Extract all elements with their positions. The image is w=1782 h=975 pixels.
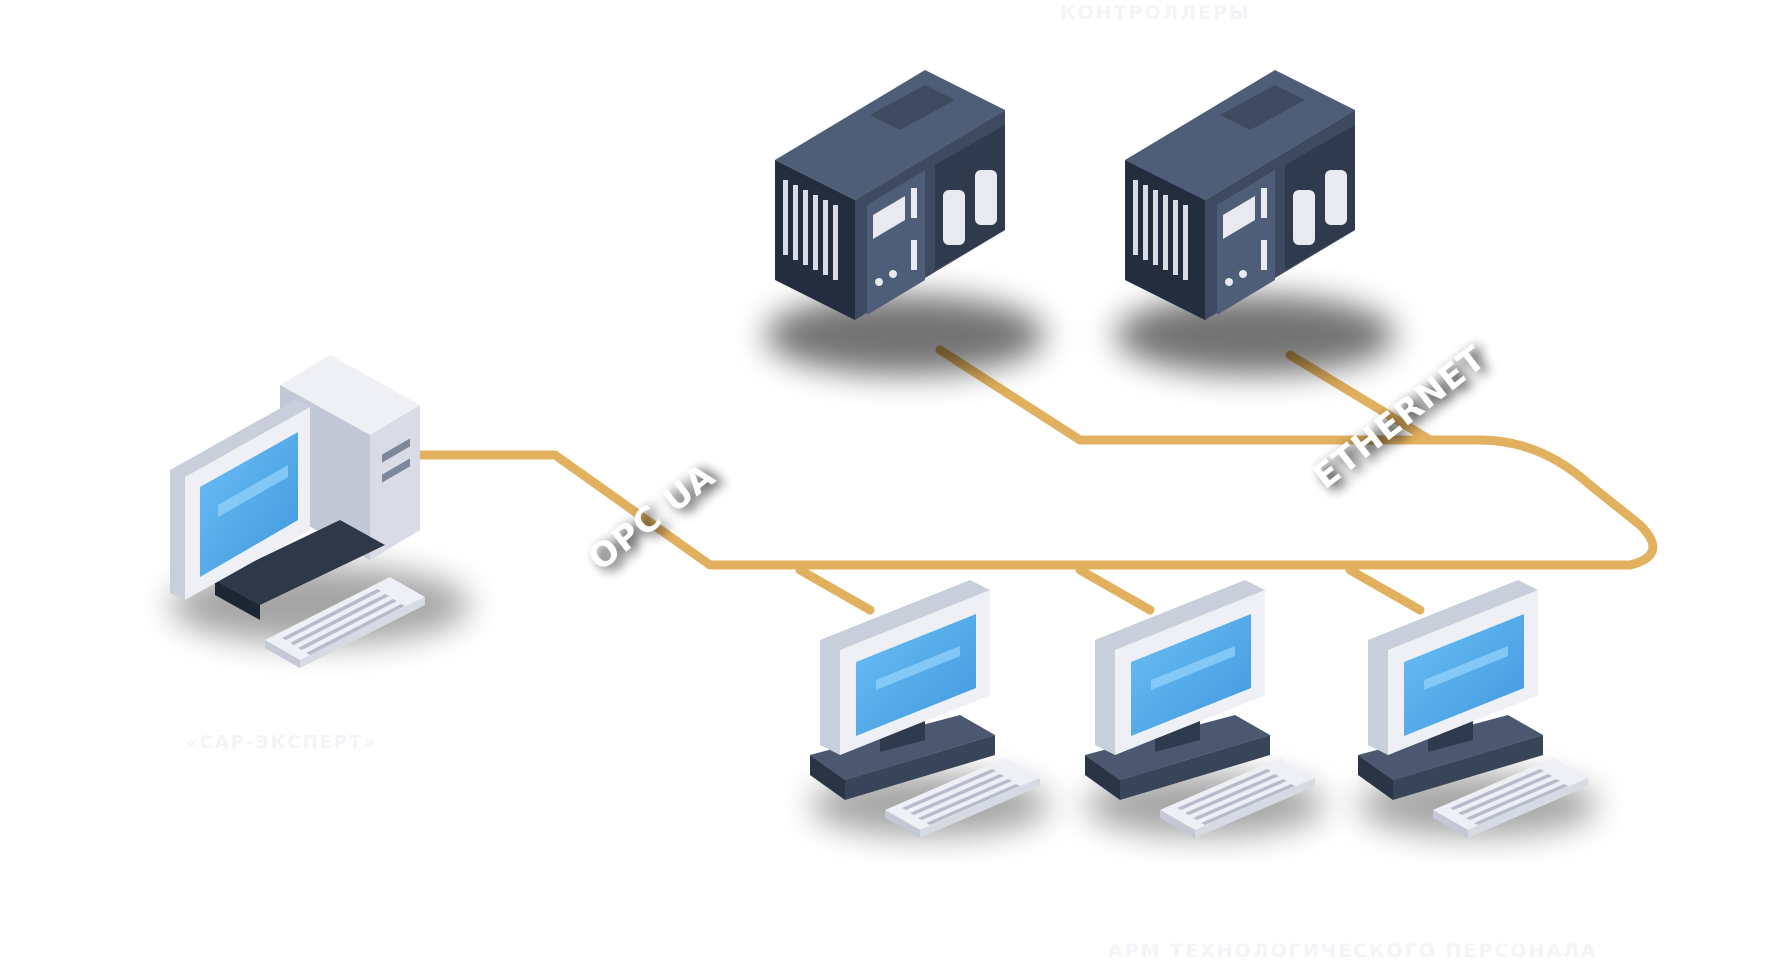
workstation-1-cable — [795, 565, 875, 615]
controller-1 — [765, 70, 1045, 375]
workstation-1 — [810, 580, 1050, 838]
sap-expert-computer — [170, 355, 470, 668]
workstation-2-cable — [1075, 565, 1155, 615]
workstation-2 — [1085, 580, 1325, 838]
workstations-caption: АРМ ТЕХНОЛОГИЧЕСКОГО ПЕРСОНАЛА — [1108, 940, 1598, 962]
controllers-caption: КОНТРОЛЛЕРЫ — [1060, 2, 1251, 24]
sap-expert-caption: «САР-ЭКСПЕРТ» — [186, 732, 378, 753]
controller-2 — [1115, 70, 1395, 375]
opc-ua-cable — [415, 345, 1658, 570]
workstation-3-cable — [1345, 565, 1425, 615]
workstation-3 — [1358, 580, 1598, 838]
